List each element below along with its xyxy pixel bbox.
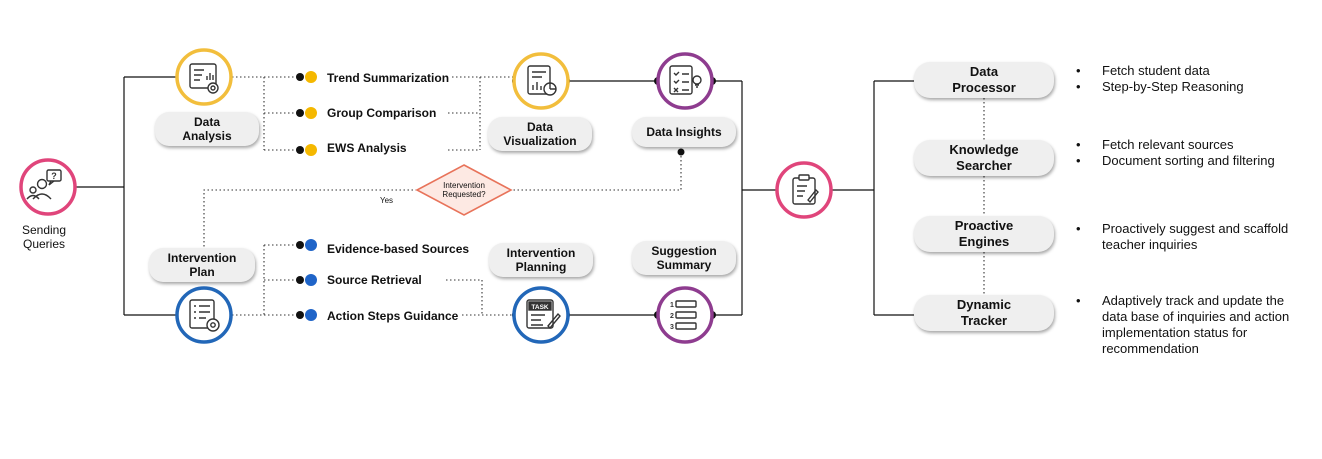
task-pen-icon: TASK — [512, 286, 570, 344]
yes-label: Yes — [380, 196, 394, 205]
report-gear-icon — [175, 48, 233, 106]
data-insights-pill: Data Insights — [632, 117, 736, 147]
list-item: Proactively suggest and scaffold teacher… — [1074, 221, 1306, 253]
sending-queries-label: Sending Queries — [21, 223, 67, 251]
action-steps-guidance-label: Action Steps Guidance — [327, 309, 459, 323]
svg-text:3: 3 — [670, 324, 674, 331]
svg-text:2: 2 — [670, 313, 674, 320]
dynamic-tracker-bullets: Adaptively track and update the data bas… — [1074, 293, 1304, 357]
numbered-list-icon: 1 2 3 — [656, 286, 714, 344]
person-question-icon: ? — [19, 158, 77, 216]
clipboard-pen-icon — [775, 161, 833, 219]
list-item: Fetch student data — [1074, 63, 1304, 79]
list-item: Adaptively track and update the data bas… — [1074, 293, 1304, 357]
list-item: Fetch relevant sources — [1074, 137, 1304, 153]
source-retrieval-label: Source Retrieval — [327, 273, 422, 287]
checklist-gear-icon — [175, 286, 233, 344]
dotted-lines — [203, 76, 985, 316]
evidence-based-sources-label: Evidence-based Sources — [327, 242, 470, 256]
knowledge-searcher-bullets: Fetch relevant sources Document sorting … — [1074, 137, 1304, 169]
decision-label: Intervention Requested? — [442, 181, 486, 199]
chart-document-icon — [512, 52, 570, 110]
svg-text:?: ? — [51, 171, 57, 181]
item-dots-yellow — [305, 71, 317, 156]
trend-summarization-label: Trend Summarization — [327, 71, 450, 85]
list-item: Step-by-Step Reasoning — [1074, 79, 1304, 95]
list-item: Document sorting and filtering — [1074, 153, 1304, 169]
decision-diamond — [415, 164, 513, 216]
checklist-bulb-icon — [656, 52, 714, 110]
ews-analysis-label: EWS Analysis — [327, 141, 407, 155]
item-dots-blue — [305, 239, 317, 321]
proactive-engines-bullets: Proactively suggest and scaffold teacher… — [1074, 221, 1306, 253]
group-comparison-label: Group Comparison — [327, 106, 437, 120]
svg-text:TASK: TASK — [531, 304, 549, 311]
data-processor-bullets: Fetch student data Step-by-Step Reasonin… — [1074, 63, 1304, 95]
svg-text:1: 1 — [670, 302, 674, 309]
connector-lines — [76, 76, 914, 316]
